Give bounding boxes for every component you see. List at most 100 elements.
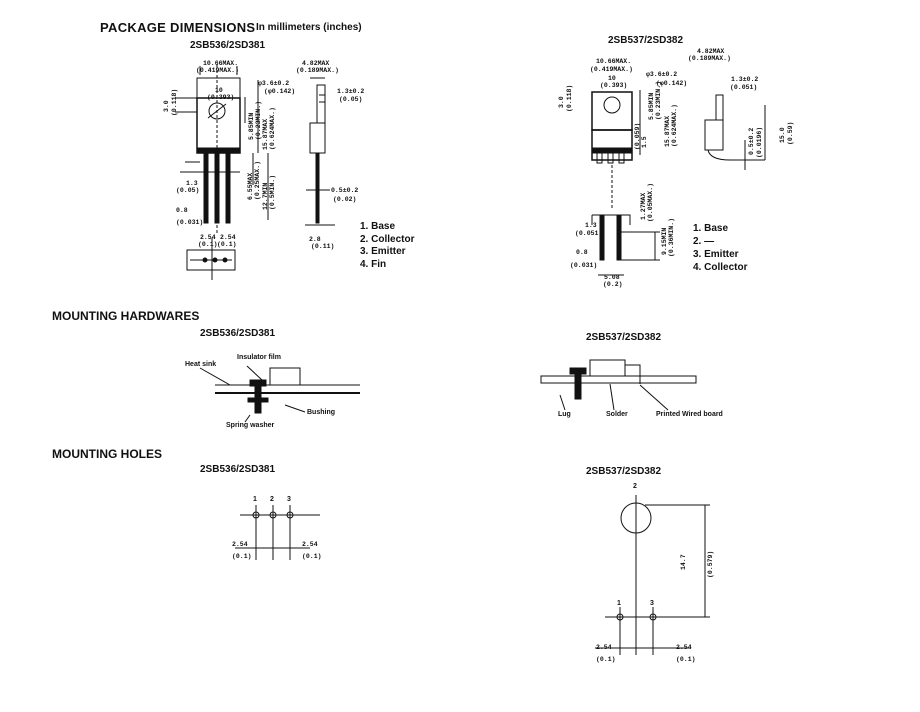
legend-item: 4. Fin [360,258,387,270]
dim-label: (0.23MIN.) [255,100,262,140]
part-number-right: 2SB537/2SD382 [586,466,662,477]
dim-label: (0.419MAX.) [196,67,239,74]
pin-number: 1 [617,600,621,607]
dim-label: 2.8 [309,236,321,243]
dim-label: 10.66MAX. [203,60,239,67]
dim-label: (0.118) [566,84,573,112]
package-front-right [591,90,660,276]
mounting-hardware-right [540,359,697,411]
dim-label: 1.3 [186,180,198,187]
dim-label: 1.3±0.2 [337,88,365,95]
dim-label: (φ0.142) [264,88,296,95]
dim-label: (0.1) [676,656,696,663]
label-heat-sink: Heat sink [185,361,217,368]
dim-label: (0.05MAX.) [647,182,654,222]
legend-item: 2. Collector [360,233,415,245]
dim-label: 1.5 [641,136,648,148]
dim-label: (0.2) [603,281,623,288]
label-printed-wired-board: Printed Wired board [656,411,723,418]
dim-label: (0.031) [570,262,598,269]
dim-label: 2.54 [232,541,248,548]
dim-label: 12.7MIN [262,182,269,210]
dim-label: 4.82MAX [302,60,330,67]
dim-label: 10 [215,87,223,94]
legend-item: 1. Base [360,221,396,232]
part-number-left: 2SB536/2SD381 [190,40,266,51]
dim-label: 1.27MAX [640,192,647,220]
dim-label: (0.0196) [756,126,763,158]
legend-item: 4. Collector [693,262,748,273]
dim-label: 6.55MAX [247,172,254,200]
mounting-holes-right [595,495,710,655]
package-side-left [305,77,335,226]
dim-label: 1.3 [585,222,597,229]
dim-label: 9.15MIN [661,227,668,255]
dim-label: (0.02) [333,196,357,203]
part-number-right: 2SB537/2SD382 [586,332,662,343]
dim-label: 5.85MIN [648,92,655,120]
dim-label: (0.1) [232,553,252,560]
mounting-holes-title: MOUNTING HOLES [52,447,162,461]
legend-item: 3. Emitter [693,249,739,260]
dim-label: 5.85MIN [248,112,255,140]
dim-label: 15.87MAX [262,118,269,150]
legend-item: 1. Base [693,223,729,234]
dim-label: (0.059) [634,122,641,150]
dim-label: (0.59) [787,121,794,145]
dim-label: (0.1) [217,241,237,248]
mounting-holes-left [235,505,320,560]
dim-label: (0.419MAX.) [590,66,633,73]
package-dimensions-title: PACKAGE DIMENSIONS [100,20,256,35]
dim-label: 15.87MAX [664,115,671,147]
dim-label: (0.051) [575,230,603,237]
pin-legend-right: 1. Base 2. — 3. Emitter 4. Collector [693,222,747,274]
dim-label: (0.189MAX.) [296,67,339,74]
mounting-hardwares-title: MOUNTING HARDWARES [52,309,200,323]
dim-label: 4.82MAX [697,48,725,55]
dim-label: (0.624MAX.) [269,107,276,150]
mounting-hardware-left [199,365,360,423]
dim-label: 3.0 [558,96,565,108]
pin-number: 2 [270,496,274,503]
dim-label: (0.5MIN.) [269,174,276,210]
dim-label: 3.0 [163,100,170,112]
dim-label: (0.36MIN.) [668,217,675,257]
dim-label: (0.25MAX.) [254,160,261,200]
pin-number: 3 [650,600,654,607]
dim-label: 2.54 [220,234,236,241]
label-solder: Solder [606,411,628,418]
package-side-right [704,94,766,170]
pin-number: 2 [633,483,637,490]
label-lug: Lug [558,411,571,418]
dim-label: (0.118) [171,88,178,116]
dim-label: (0.031) [176,219,204,226]
dim-label: (0.393) [207,94,235,101]
dim-label: (0.05) [176,187,200,194]
dim-label: φ3.6±0.2 [646,71,678,78]
dim-label: 0.8 [576,249,588,256]
dim-label: (0.1) [198,241,218,248]
legend-item: 2. — [693,236,715,247]
dim-label: 2.54 [302,541,318,548]
dim-label: (0.1) [596,656,616,663]
dim-label: (φ0.142) [656,80,688,87]
dim-label: 5.08 [604,274,620,281]
dim-label: 10.66MAX. [596,58,632,65]
label-spring-washer: Spring washer [226,422,275,429]
dim-label: 14.7 [680,554,687,570]
dim-label: (0.11) [311,243,335,250]
dim-label: (0.051) [730,84,758,91]
dim-label: (0.1) [302,553,322,560]
dim-label: 1.3±0.2 [731,76,759,83]
part-number-right: 2SB537/2SD382 [608,35,684,46]
dim-label: (0.05) [339,96,363,103]
label-bushing: Bushing [307,409,335,416]
dim-label: (0.189MAX.) [688,55,731,62]
pin-number: 3 [287,496,291,503]
dim-label: 0.5±0.2 [331,187,359,194]
package-front-left [175,65,269,280]
dim-label: 15.0 [779,127,786,143]
dim-label: 10 [608,75,616,82]
